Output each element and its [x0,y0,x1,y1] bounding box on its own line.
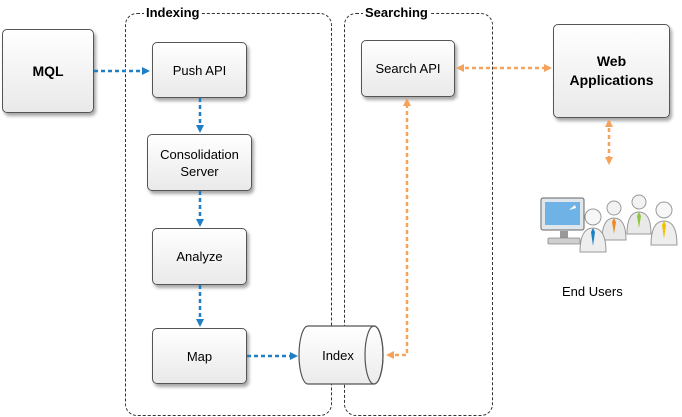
searching-group: Searching [344,5,493,416]
indexing-group-label: Indexing [144,5,202,21]
map-label: Map [186,348,213,364]
computer-monitor-icon [540,197,585,245]
consolidation-server-node: Consolidation Server [147,134,252,191]
web-applications-node: Web Applications [553,24,670,118]
consolidation-server-label: Consolidation Server [160,146,239,179]
index-label: Index [322,348,354,363]
push-api-node: Push API [152,42,247,98]
search-api-node: Search API [361,40,455,97]
search-api-label: Search API [375,61,441,76]
mql-node: MQL [2,29,94,113]
map-node: Map [152,328,247,384]
push-api-label: Push API [172,62,227,78]
mql-label: MQL [32,62,64,79]
end-users-label: End Users [562,284,623,299]
searching-group-label: Searching [363,5,430,21]
analyze-node: Analyze [152,228,247,285]
arrow-index-search-api [386,98,411,359]
index-node: Index [298,325,384,385]
indexing-group: Indexing [125,5,332,416]
web-applications-label: Web Applications [569,53,654,88]
analyze-label: Analyze [176,249,223,264]
user-group-icon [579,194,678,253]
